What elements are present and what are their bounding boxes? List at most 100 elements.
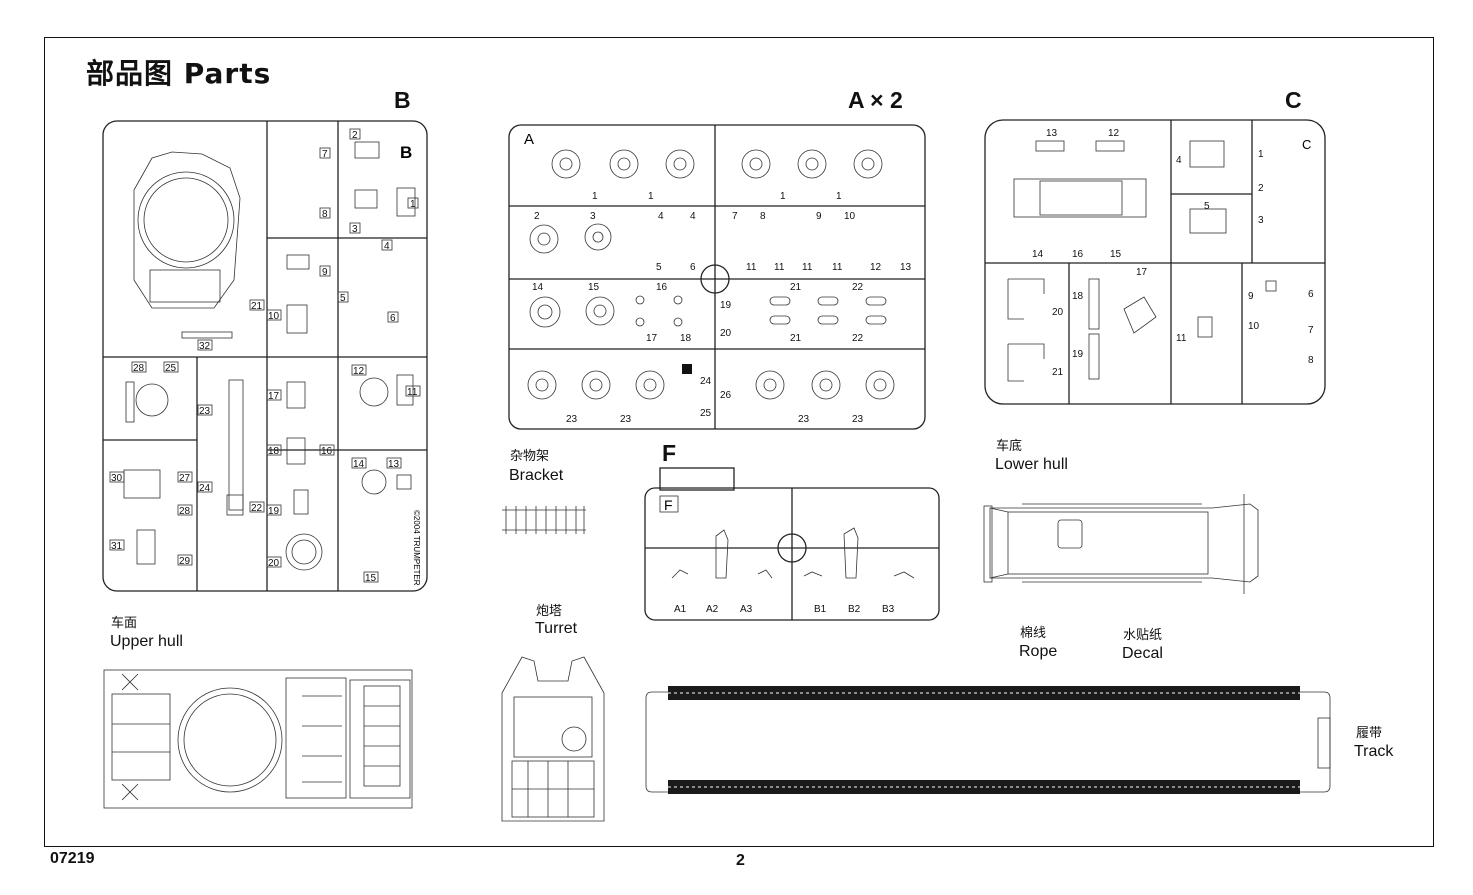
sprue-b-numbers: 2 7 8 3 1 4 9 5 6 10 21 32 28 25 23 12 1… xyxy=(109,128,421,584)
svg-text:12: 12 xyxy=(1108,128,1120,139)
svg-text:9: 9 xyxy=(816,211,822,222)
svg-text:1: 1 xyxy=(836,191,842,202)
svg-text:7: 7 xyxy=(732,211,738,222)
page-number: 2 xyxy=(736,852,745,869)
svg-text:1: 1 xyxy=(410,199,416,210)
svg-text:11: 11 xyxy=(1176,333,1187,344)
svg-text:8: 8 xyxy=(1308,355,1314,366)
svg-text:5: 5 xyxy=(656,262,662,273)
svg-text:10: 10 xyxy=(844,211,856,222)
svg-text:24: 24 xyxy=(199,483,211,494)
track-label-en: Track xyxy=(1354,743,1394,760)
svg-text:20: 20 xyxy=(1052,307,1064,318)
svg-text:2: 2 xyxy=(1258,183,1264,194)
svg-text:23: 23 xyxy=(199,406,211,417)
upper-hull-label-cn: 车面 xyxy=(111,616,138,631)
svg-text:8: 8 xyxy=(760,211,766,222)
svg-text:19: 19 xyxy=(1072,349,1084,360)
sprue-b: 2 7 8 3 1 4 9 5 6 10 21 32 28 25 23 12 1… xyxy=(102,120,428,592)
sprue-c-heading: C xyxy=(1285,87,1302,113)
svg-text:31: 31 xyxy=(111,541,123,552)
lower-hull-label-en: Lower hull xyxy=(995,456,1068,473)
svg-text:16: 16 xyxy=(321,446,333,457)
svg-text:7: 7 xyxy=(322,149,328,160)
svg-text:B1: B1 xyxy=(814,604,827,615)
bracket-label-en: Bracket xyxy=(509,467,564,484)
svg-text:22: 22 xyxy=(852,282,864,293)
svg-text:16: 16 xyxy=(1072,249,1084,260)
svg-text:16: 16 xyxy=(656,282,668,293)
sprue-c-numbers: 13 12 4 1 2 3 5 14 16 15 17 18 20 19 21 … xyxy=(1032,128,1314,378)
svg-text:1: 1 xyxy=(1258,149,1264,160)
track-label-cn: 履带 xyxy=(1356,726,1383,741)
page-title: 部品图 Parts xyxy=(86,57,272,90)
svg-text:B2: B2 xyxy=(848,604,861,615)
svg-text:18: 18 xyxy=(268,446,280,457)
svg-text:3: 3 xyxy=(590,211,596,222)
svg-text:7: 7 xyxy=(1308,325,1314,336)
svg-text:23: 23 xyxy=(620,414,632,425)
lower-hull-label-cn: 车底 xyxy=(996,439,1023,454)
svg-text:22: 22 xyxy=(251,503,263,514)
upper-hull-drawing xyxy=(103,669,413,809)
turret-label-cn: 炮塔 xyxy=(536,604,563,619)
svg-text:5: 5 xyxy=(1204,201,1210,212)
lower-hull-drawing xyxy=(983,494,1259,594)
svg-text:4: 4 xyxy=(690,211,696,222)
svg-text:11: 11 xyxy=(407,387,418,398)
sprue-c: C 13 12 4 1 2 3 5 14 16 15 17 18 20 19 2… xyxy=(984,119,1326,405)
decal-label-cn: 水贴纸 xyxy=(1123,628,1163,643)
svg-text:20: 20 xyxy=(720,328,732,339)
sprue-c-tag: C xyxy=(1302,137,1311,152)
svg-text:20: 20 xyxy=(268,558,280,569)
svg-text:23: 23 xyxy=(852,414,864,425)
svg-text:22: 22 xyxy=(852,333,864,344)
turret-label-en: Turret xyxy=(535,620,578,637)
svg-text:15: 15 xyxy=(588,282,600,293)
copyright-text: ©2004 TRUMPETER xyxy=(412,510,421,586)
svg-text:11: 11 xyxy=(802,262,813,273)
svg-text:26: 26 xyxy=(720,390,732,401)
track-drawing xyxy=(645,686,1331,794)
svg-text:2: 2 xyxy=(534,211,540,222)
svg-text:8: 8 xyxy=(322,209,328,220)
sprue-f-heading: F xyxy=(662,440,677,466)
svg-text:17: 17 xyxy=(1136,267,1148,278)
svg-text:23: 23 xyxy=(798,414,810,425)
sprue-f-numbers: A1 A2 A3 B1 B2 B3 xyxy=(674,604,895,615)
svg-text:32: 32 xyxy=(199,341,211,352)
page-frame xyxy=(44,37,1434,847)
svg-text:6: 6 xyxy=(390,313,396,324)
svg-text:11: 11 xyxy=(746,262,757,273)
svg-text:18: 18 xyxy=(680,333,692,344)
sprue-a: A 1 1 1 1 2 3 4 4 5 6 7 8 9 10 11 11 11 … xyxy=(508,124,926,430)
svg-text:19: 19 xyxy=(720,300,732,311)
sprue-a-tag: A xyxy=(524,131,534,148)
svg-text:23: 23 xyxy=(566,414,578,425)
svg-text:17: 17 xyxy=(268,391,280,402)
sprue-a-heading: A × 2 xyxy=(848,87,903,113)
svg-text:12: 12 xyxy=(870,262,882,273)
svg-text:9: 9 xyxy=(1248,291,1254,302)
svg-text:4: 4 xyxy=(1176,155,1182,166)
bracket-drawing xyxy=(502,506,586,534)
svg-text:13: 13 xyxy=(1046,128,1058,139)
svg-text:29: 29 xyxy=(179,556,191,567)
svg-text:21: 21 xyxy=(251,301,263,312)
svg-text:1: 1 xyxy=(780,191,786,202)
svg-text:19: 19 xyxy=(268,506,280,517)
sprue-b-tag: B xyxy=(400,143,412,162)
sprue-f: F A1 A2 A3 B1 B2 B3 xyxy=(644,467,940,621)
svg-text:12: 12 xyxy=(353,366,365,377)
svg-text:4: 4 xyxy=(384,241,390,252)
svg-text:9: 9 xyxy=(322,267,328,278)
svg-text:5: 5 xyxy=(340,293,346,304)
svg-text:10: 10 xyxy=(268,311,280,322)
svg-text:24: 24 xyxy=(700,376,712,387)
svg-text:A1: A1 xyxy=(674,604,687,615)
svg-text:11: 11 xyxy=(832,262,843,273)
svg-text:28: 28 xyxy=(133,363,145,374)
svg-text:11: 11 xyxy=(774,262,785,273)
svg-text:15: 15 xyxy=(365,573,377,584)
decal-label-en: Decal xyxy=(1122,645,1163,662)
